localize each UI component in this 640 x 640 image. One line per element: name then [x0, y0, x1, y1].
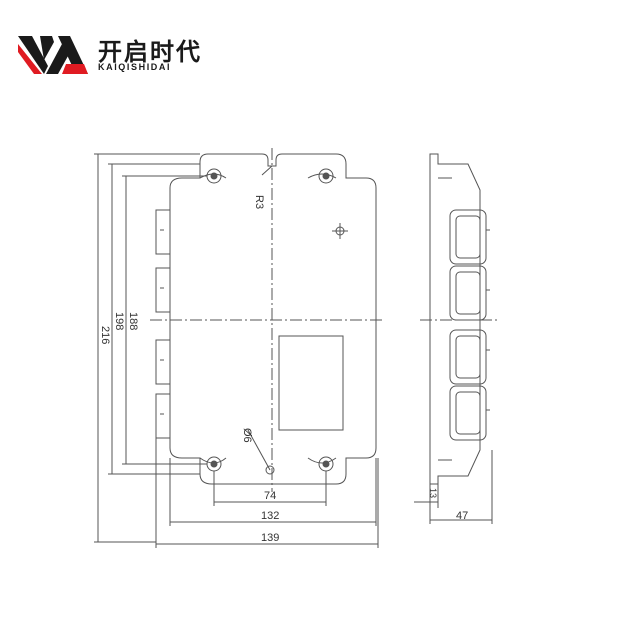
side-outline	[429, 153, 481, 485]
dimension-height-outer: 216	[99, 326, 111, 344]
dimension-height-mid: 198	[113, 312, 125, 330]
connector-block	[449, 209, 487, 265]
housing-outline	[169, 153, 377, 485]
alignment-marker	[332, 223, 348, 239]
mounting-hole	[206, 168, 222, 184]
front-view	[94, 148, 384, 548]
connector-slot	[155, 339, 171, 385]
dimension-radius: R3	[253, 195, 265, 209]
dimension-flange: 13	[428, 488, 438, 498]
mounting-hole	[206, 456, 222, 472]
dimension-width-outer: 139	[261, 532, 279, 544]
dimension-hole-diameter: Ø6	[241, 428, 253, 443]
mounting-hole	[318, 168, 334, 184]
mounting-hole	[318, 456, 334, 472]
connector-block	[449, 385, 487, 441]
side-view	[414, 153, 500, 524]
dimension-width-holes: 74	[264, 490, 276, 502]
brand-name-en: KAIQISHIDAI	[98, 62, 172, 72]
dimension-height-inner: 188	[127, 312, 139, 330]
dimension-depth: 47	[456, 510, 468, 522]
va-logo-icon	[18, 36, 88, 74]
connector-slot	[155, 267, 171, 313]
connector-block	[449, 265, 487, 321]
connector-block	[449, 329, 487, 385]
dimension-width-mid: 132	[261, 510, 279, 522]
brand-name-cn: 开启时代	[98, 38, 202, 66]
label-window	[278, 335, 344, 431]
connector-slot	[155, 393, 171, 439]
connector-slot	[155, 209, 171, 255]
